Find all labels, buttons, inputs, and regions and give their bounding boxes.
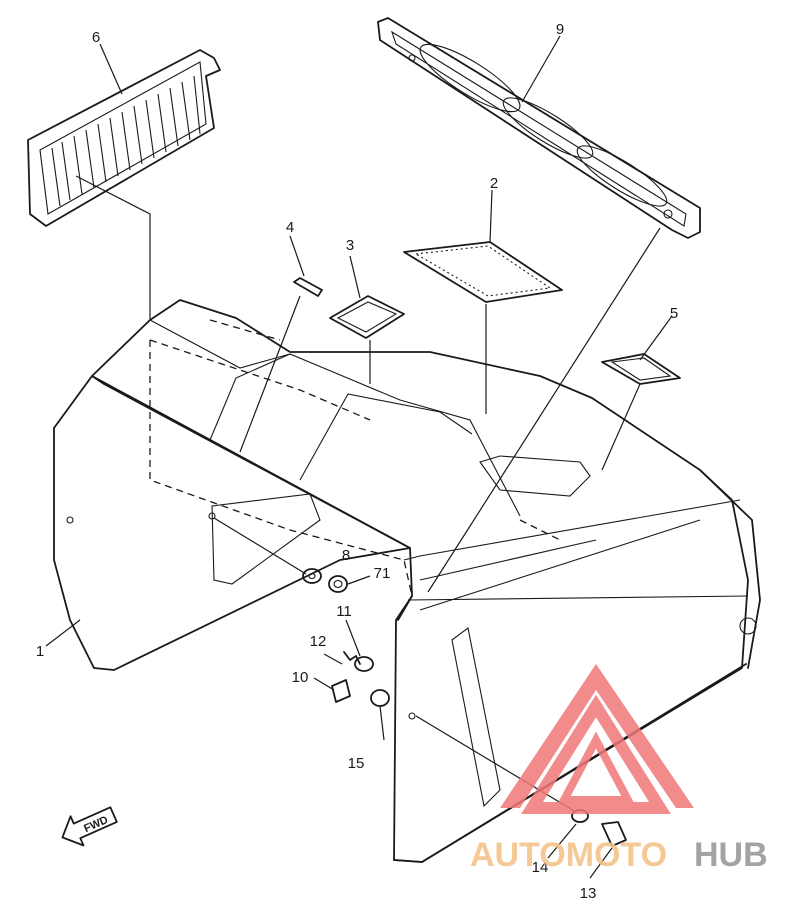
watermark-text-right: HUB: [694, 836, 768, 874]
part-5-plate: [601, 353, 681, 385]
callout-8: 8: [342, 547, 350, 564]
part-71-nut: [328, 575, 348, 593]
callout-14: 14: [532, 859, 549, 876]
callout-9: 9: [556, 21, 564, 38]
callout-10: 10: [292, 669, 309, 686]
part-10-bushing: [331, 679, 351, 703]
part-13-bolt: [601, 821, 627, 847]
callout-15: 15: [348, 755, 365, 772]
part-8-washer: [302, 568, 322, 584]
part-6-grille-panel: [27, 49, 221, 227]
callout-11: 11: [336, 603, 352, 620]
leader-lines: [45, 35, 673, 879]
callout-71: 71: [374, 565, 391, 582]
callout-5: 5: [670, 305, 678, 322]
part-11-grommet: [354, 656, 374, 672]
callout-2: 2: [490, 175, 498, 192]
part-9-vent-panel: [377, 17, 701, 239]
part-4-clip: [293, 277, 323, 297]
part-3-plate: [329, 295, 405, 339]
callout-12: 12: [310, 633, 327, 650]
part-15-collar: [370, 689, 390, 707]
grille-slats: [51, 75, 201, 207]
fwd-arrow-marker: FWD: [61, 806, 118, 847]
callout-13: 13: [580, 885, 597, 902]
callout-6: 6: [92, 29, 100, 46]
callout-4: 4: [286, 219, 294, 236]
callout-1: 1: [36, 643, 44, 660]
watermark-text-left: AUTOMOTO: [470, 836, 667, 874]
watermark-logo: [500, 664, 694, 814]
callout-3: 3: [346, 237, 354, 254]
part-1-cowling: [53, 299, 761, 863]
part-12-spring: [343, 651, 361, 665]
watermark-logo-icon: [500, 664, 694, 808]
part-2-pad: [403, 241, 563, 303]
callout-labels: 1 2 3 4 5 6 8 9 10 11 12 13 14 15 71: [36, 21, 678, 902]
